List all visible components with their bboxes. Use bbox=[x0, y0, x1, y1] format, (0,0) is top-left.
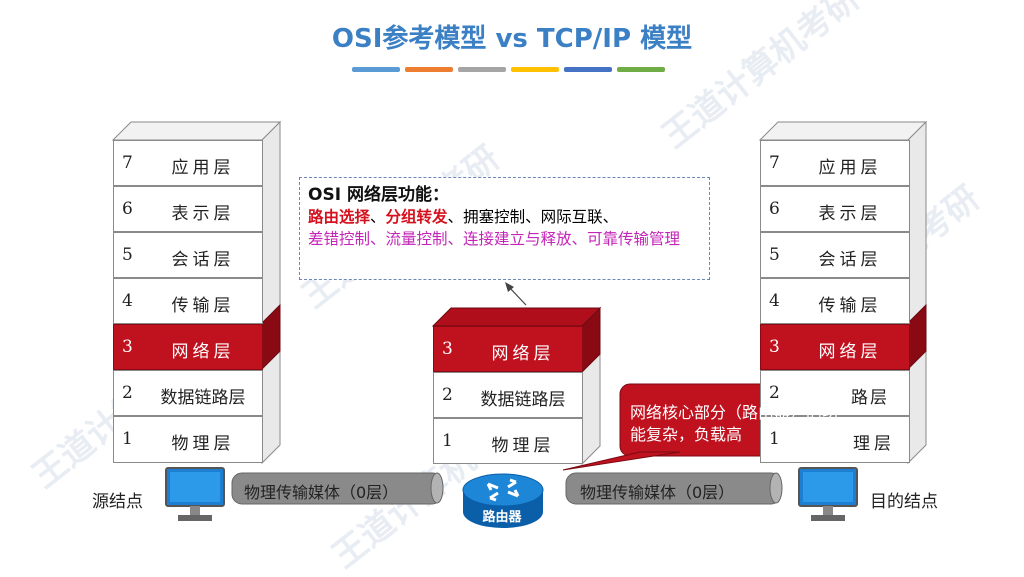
title-underline-segment bbox=[617, 67, 665, 72]
router-callout: 网络核心部分（路由器）的功能复杂，负载高 bbox=[630, 403, 839, 444]
page-title: OSI参考模型 vs TCP/IP 模型 bbox=[331, 24, 693, 54]
medium-label-right: 物理传输媒体（0层） bbox=[580, 483, 735, 502]
router-icon bbox=[462, 473, 544, 528]
routing-text: 路由选择 bbox=[308, 208, 371, 226]
info-box-title: OSI 网络层功能： bbox=[308, 185, 449, 205]
title-underline-segment bbox=[458, 67, 506, 72]
computer-icon bbox=[165, 467, 225, 521]
info-box-rest: 拥塞控制、网际互联、 bbox=[463, 208, 619, 226]
title-underline-segment bbox=[405, 67, 453, 72]
title-underline-segment bbox=[564, 67, 612, 72]
layer-2-fragment: 路层 bbox=[851, 388, 889, 408]
layer-1-fragment: 理层 bbox=[853, 434, 895, 454]
network-layer-functions-box: OSI 网络层功能： 路由选择、分组转发、拥塞控制、网际互联、 差错控制、流量控… bbox=[299, 177, 710, 280]
forwarding-text: 分组转发 bbox=[385, 208, 448, 226]
info-box-magenta-text: 差错控制、流量控制、连接建立与释放、可靠传输管理 bbox=[308, 230, 681, 248]
router-label: 路由器 bbox=[482, 510, 522, 525]
stack-3d-decoration bbox=[111, 120, 928, 505]
dest-node-label: 目的结点 bbox=[870, 492, 938, 512]
info-box-line-1: 路由选择、分组转发、拥塞控制、网际互联、 bbox=[308, 208, 619, 226]
title-underline-segment bbox=[352, 67, 400, 72]
computer-icon bbox=[798, 467, 858, 521]
medium-label-left: 物理传输媒体（0层） bbox=[244, 483, 399, 502]
title-underline-segment bbox=[511, 67, 559, 72]
source-node-label: 源结点 bbox=[92, 492, 143, 512]
